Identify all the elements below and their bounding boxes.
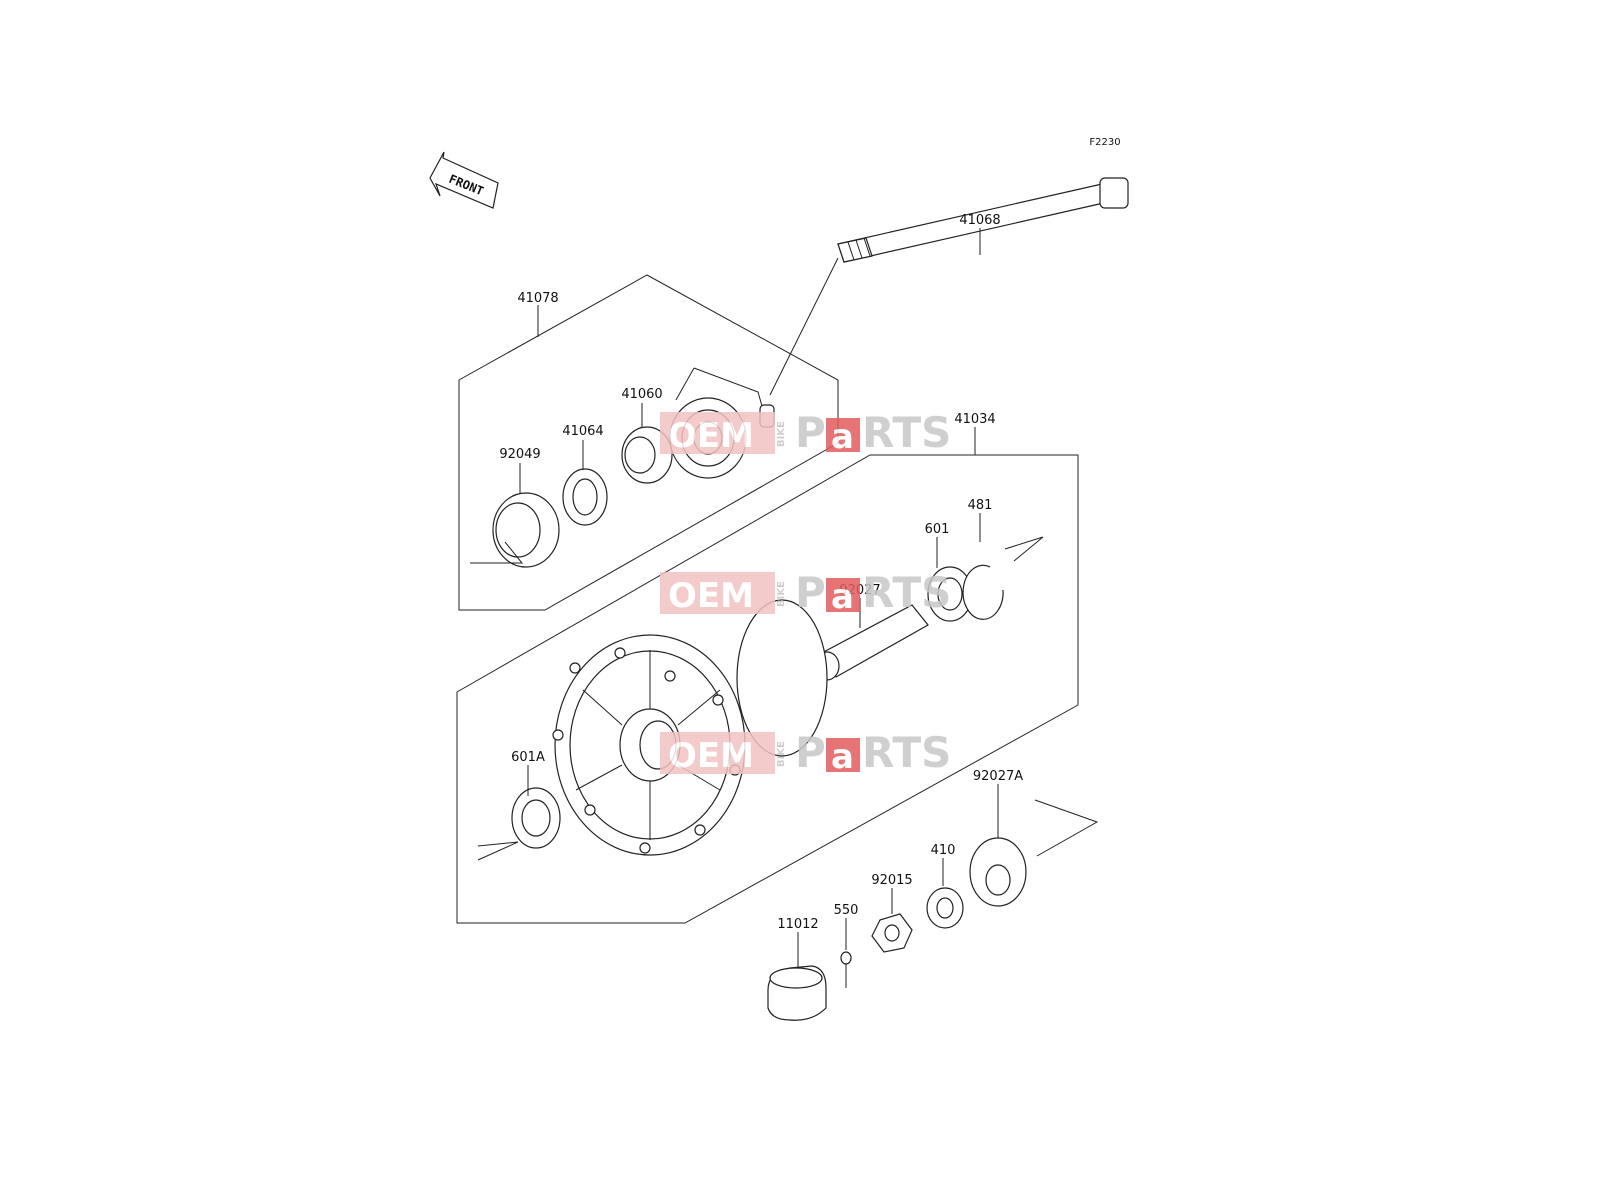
diagram-code: F2230 (1089, 137, 1120, 148)
part-label-550: 550 (834, 903, 859, 918)
part-label-92015: 92015 (871, 873, 912, 888)
part-label-11012: 11012 (777, 917, 818, 932)
part-label-92049: 92049 (499, 447, 540, 462)
watermark-top: OEM BIKE P a RTS (660, 408, 951, 457)
hub-spacer-a (969, 837, 1027, 907)
part-label-601A: 601A (511, 750, 545, 765)
svg-text:a: a (831, 737, 854, 777)
axle-shaft (769, 177, 1129, 396)
part-label-41034: 41034 (954, 412, 995, 427)
svg-text:RTS: RTS (862, 728, 951, 777)
wheel-hub (552, 599, 828, 856)
svg-text:P: P (795, 568, 826, 617)
hub-bearing-a (511, 787, 561, 849)
svg-text:OEM: OEM (668, 576, 754, 616)
front-arrow-icon: FRONT (429, 151, 499, 209)
svg-text:OEM: OEM (668, 736, 754, 776)
hub-bearing (927, 566, 973, 622)
svg-text:BIKE: BIKE (776, 741, 787, 767)
part-label-41068: 41068 (959, 213, 1000, 228)
drive-gear (621, 426, 673, 484)
svg-text:a: a (831, 417, 854, 457)
part-label-41064: 41064 (562, 424, 603, 439)
svg-text:P: P (795, 408, 826, 457)
svg-text:RTS: RTS (862, 408, 951, 457)
washer (926, 887, 964, 929)
svg-text:RTS: RTS (862, 568, 951, 617)
svg-text:P: P (795, 728, 826, 777)
gear-retainer (562, 468, 608, 526)
part-label-92027A: 92027A (973, 769, 1023, 784)
castle-nut (871, 913, 913, 953)
part-label-601: 601 (925, 522, 950, 537)
svg-text:OEM: OEM (668, 416, 754, 456)
hub-cap (767, 965, 827, 1021)
part-label-41078: 41078 (517, 291, 558, 306)
watermark-bottom: OEM BIKE P a RTS (660, 728, 951, 777)
oil-seal (492, 492, 560, 568)
svg-text:BIKE: BIKE (776, 581, 787, 607)
svg-text:BIKE: BIKE (776, 421, 787, 447)
part-label-481: 481 (968, 498, 993, 513)
watermark-middle: OEM BIKE P a RTS (660, 568, 951, 617)
part-label-410: 410 (931, 843, 956, 858)
svg-text:a: a (831, 577, 854, 617)
part-label-41060: 41060 (621, 387, 662, 402)
circlip (962, 564, 1004, 620)
assembly-outline-41034 (456, 454, 1079, 924)
cotter-pin (840, 951, 852, 988)
